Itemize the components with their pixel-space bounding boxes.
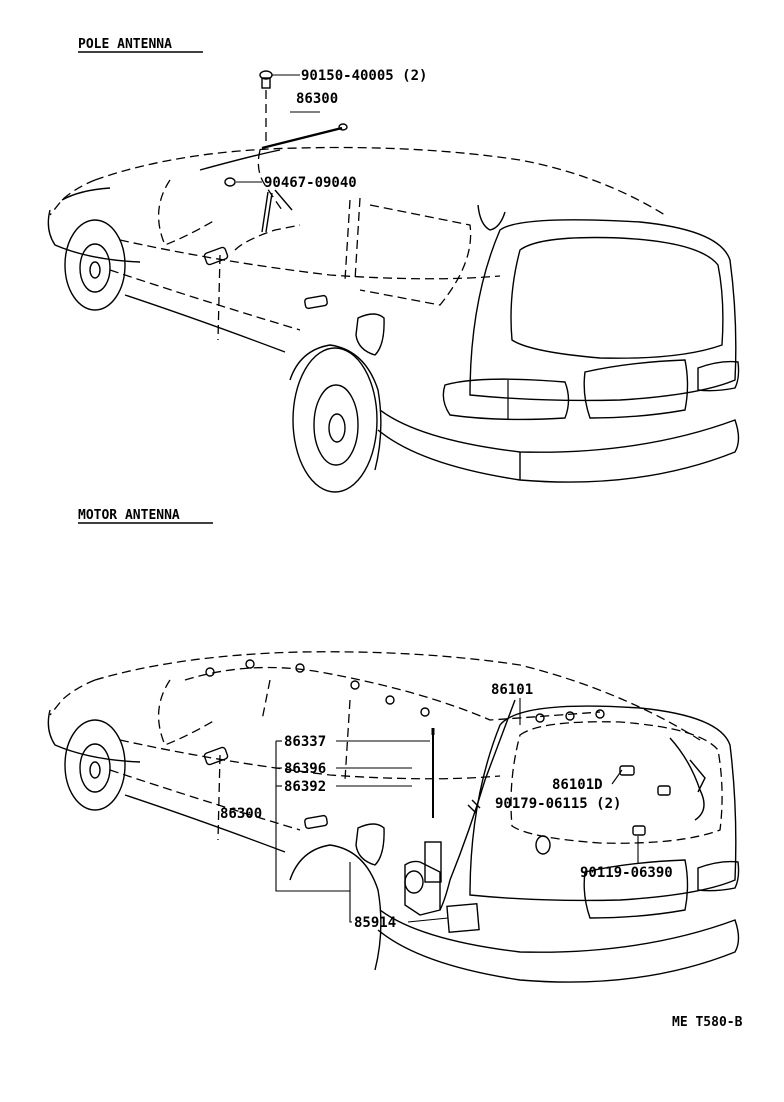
pole-clamp-icon xyxy=(224,177,236,187)
part-label-86392: 86392 xyxy=(284,779,326,795)
figure-reference-code: ME T580-B xyxy=(672,1015,743,1030)
motor-antenna-heading: MOTOR ANTENNA xyxy=(78,508,180,523)
part-label-86300-pole: 86300 xyxy=(296,91,338,107)
pole-antenna-rod xyxy=(261,123,348,150)
part-label-86101: 86101 xyxy=(491,682,533,698)
part-label-86396: 86396 xyxy=(284,761,326,777)
part-label-90119-06390: 90119-06390 xyxy=(580,865,673,881)
part-label-90467-09040: 90467-09040 xyxy=(264,175,357,191)
motor-antenna-unit xyxy=(404,728,480,934)
part-label-85914: 85914 xyxy=(354,915,396,931)
front-wheel xyxy=(64,219,126,311)
pole-antenna-heading: POLE ANTENNA xyxy=(78,37,172,52)
part-label-86300-motor: 86300 xyxy=(220,806,262,822)
rear-wheel xyxy=(289,344,382,493)
part-label-86101d: 86101D xyxy=(552,777,603,793)
pole-bolt-icon xyxy=(259,70,273,89)
motor-antenna-vehicle-drawing xyxy=(47,651,740,983)
part-label-90150-40005: 90150-40005 (2) xyxy=(301,68,427,84)
part-label-90179-06115: 90179-06115 (2) xyxy=(495,796,621,812)
pole-antenna-vehicle-drawing xyxy=(47,70,740,493)
part-label-86337: 86337 xyxy=(284,734,326,750)
